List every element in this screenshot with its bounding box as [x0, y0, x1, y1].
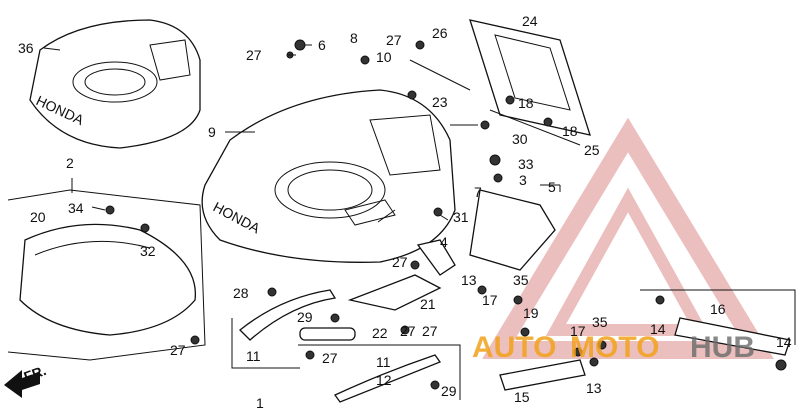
- part-label-6: 6: [318, 37, 326, 53]
- part-4: [416, 239, 456, 276]
- watermark-hub: HUB: [690, 331, 755, 364]
- part-label-1: 1: [256, 395, 264, 410]
- part-label-12: 12: [376, 372, 392, 388]
- part-label-36: 36: [18, 40, 34, 56]
- part-label-10: 10: [376, 49, 392, 65]
- part-label-33: 33: [518, 156, 534, 172]
- part-label-29: 29: [297, 309, 313, 325]
- part-label-5: 5: [548, 179, 556, 195]
- part-label-14: 14: [650, 321, 666, 337]
- bracket-group-1: [231, 318, 300, 369]
- part-label-17: 17: [482, 292, 498, 308]
- part-label-25: 25: [584, 142, 600, 158]
- part-label-34: 34: [68, 200, 84, 216]
- mower-deck-9: HONDA: [201, 89, 456, 263]
- part-label-35: 35: [513, 272, 529, 288]
- part-label-14: 14: [776, 334, 792, 350]
- part-label-15: 15: [514, 389, 530, 405]
- part-label-19: 19: [523, 305, 539, 321]
- part-label-31: 31: [453, 209, 469, 225]
- watermark-auto: AUTO: [472, 331, 556, 364]
- leader-lines: [43, 44, 561, 223]
- part-label-13: 13: [586, 380, 602, 396]
- mower-deck-36: HONDA: [29, 19, 201, 149]
- part-16: [674, 317, 791, 356]
- part-label-27: 27: [170, 342, 186, 358]
- part-label-27: 27: [322, 350, 338, 366]
- part-label-28: 28: [233, 285, 249, 301]
- rod-26: [409, 59, 471, 91]
- part-label-27: 27: [400, 323, 416, 339]
- front-direction-label: FR.: [22, 362, 49, 385]
- part-label-22: 22: [372, 325, 388, 341]
- part-label-18: 18: [562, 123, 578, 139]
- part-label-13: 13: [461, 272, 477, 288]
- part-label-27: 27: [422, 323, 438, 339]
- part-label-27: 27: [246, 47, 262, 63]
- part-21: [347, 274, 442, 311]
- rod-25: [489, 109, 581, 146]
- bracket-group-2: [7, 189, 206, 361]
- part-label-11: 11: [246, 348, 261, 364]
- plate-24: [469, 19, 591, 136]
- part-label-2: 2: [66, 155, 74, 171]
- part-label-4: 4: [440, 234, 448, 250]
- bracket-group-16: [640, 289, 796, 345]
- part-label-11: 11: [376, 354, 391, 370]
- part-label-29: 29: [441, 383, 457, 399]
- part-label-23: 23: [432, 94, 448, 110]
- part-label-17: 17: [570, 323, 586, 339]
- housing-5: [469, 189, 556, 271]
- watermark-logo: [482, 117, 774, 359]
- part-label-27: 27: [392, 254, 408, 270]
- part-label-18: 18: [518, 95, 534, 111]
- part-label-26: 26: [432, 25, 448, 41]
- part-label-32: 32: [140, 243, 156, 259]
- part-22: [299, 327, 356, 341]
- front-direction-icon: FR.: [4, 362, 48, 398]
- part-label-21: 21: [420, 296, 436, 312]
- part-label-24: 24: [522, 13, 538, 29]
- part-label-20: 20: [30, 209, 46, 225]
- watermark-moto: MOTO: [570, 331, 659, 364]
- part-label-35: 35: [592, 314, 608, 330]
- part-label-16: 16: [710, 301, 726, 317]
- part-label-3: 3: [519, 172, 527, 188]
- part-label-7: 7: [474, 184, 482, 200]
- part-label-9: 9: [208, 124, 216, 140]
- skirt-20: [19, 223, 197, 336]
- strip-11-a: [239, 289, 337, 341]
- watermark-text: AUTO MOTO HUB: [472, 331, 755, 364]
- fasteners: [105, 39, 787, 390]
- part-label-8: 8: [350, 30, 358, 46]
- part-15: [499, 359, 586, 391]
- strip-11-b: [334, 354, 442, 403]
- part-label-27: 27: [386, 32, 402, 48]
- bracket-group-11: [298, 344, 461, 400]
- part-label-30: 30: [512, 131, 528, 147]
